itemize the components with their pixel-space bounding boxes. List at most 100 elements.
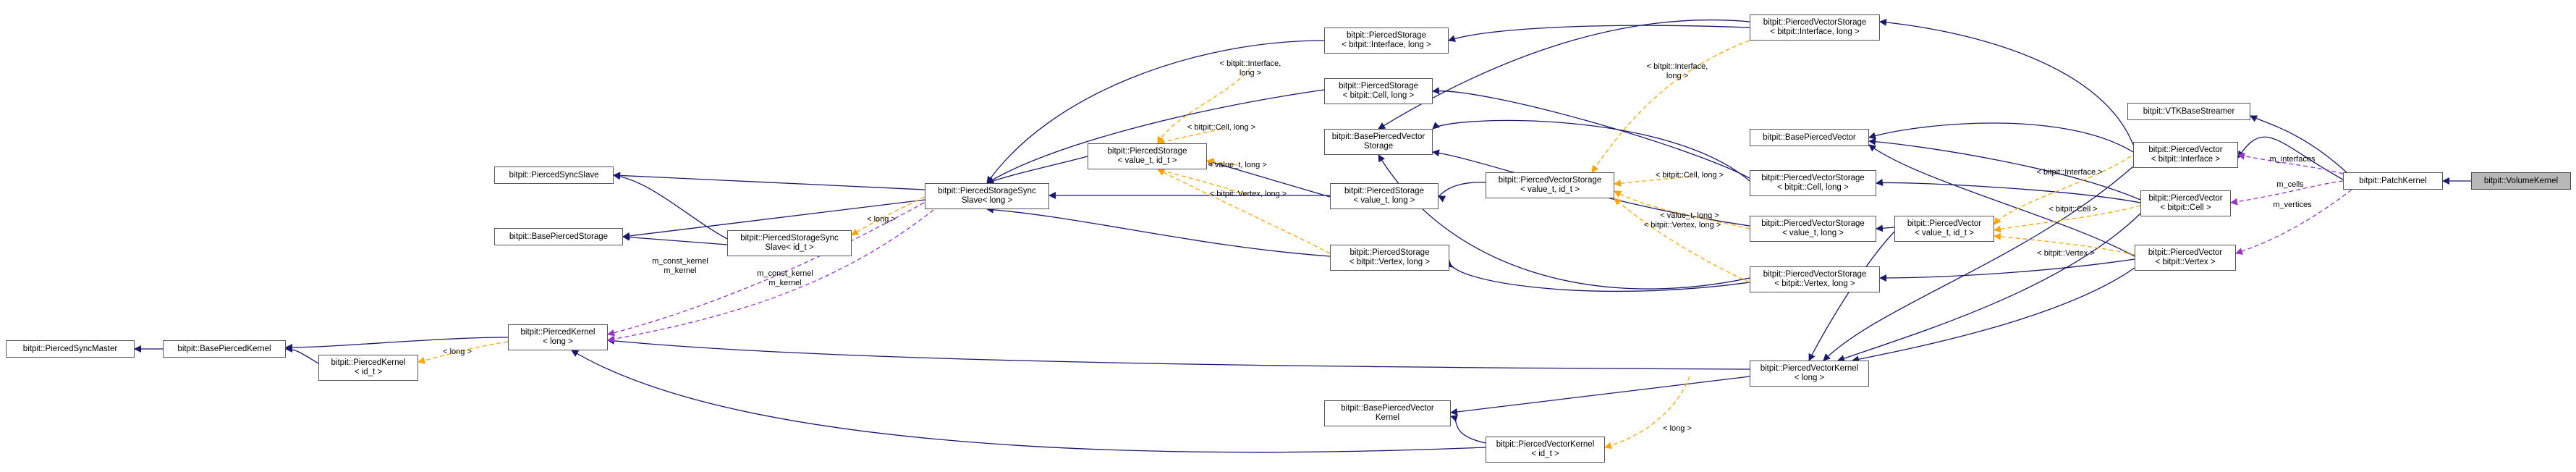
edge-label-m-cells: m_cells [2276,180,2304,189]
inheritance-edge [1837,213,2141,362]
class-node-pierced-storage-interface[interactable]: bitpit::PiercedStorage< bitpit::Interfac… [1324,28,1449,54]
class-node-base-pierced-vector[interactable]: bitpit::BasePiercedVector [1750,129,1869,146]
class-node-pierced-vector-value-idt[interactable]: bitpit::PiercedVector< value_t, id_t > [1894,216,1994,242]
class-node-label-line: bitpit::PiercedStorage [1350,248,1430,257]
class-node-label-line: bitpit::PiercedStorage [1107,147,1187,156]
class-node-volume-kernel[interactable]: bitpit::VolumeKernel [2471,172,2571,190]
class-node-label-line: bitpit::PiercedVectorStorage [1761,174,1865,182]
class-node-label-line: bitpit::PiercedStorage [1347,31,1426,40]
class-node-label-line: < bitpit::Interface > [2151,155,2221,164]
member-usage-edge [2235,189,2352,255]
class-node-pierced-vector-storage-value-long[interactable]: bitpit::PiercedVectorStorage< value_t, l… [1750,216,1876,242]
edge-label-vertex: < bitpit::Vertex > [2037,249,2095,258]
inheritance-edge [1378,19,1750,130]
template-instantiation-edge [1614,198,1750,283]
class-node-pierced-storage-cell[interactable]: bitpit::PiercedStorage< bitpit::Cell, lo… [1324,78,1433,104]
edge-label-vertex-long: < bitpit::Vertex, long > [1209,190,1287,198]
inheritance-edge [613,172,925,190]
class-node-label-line: < value_t, id_t > [1520,185,1580,194]
inheritance-edge [285,337,509,351]
template-instantiation-edge [1206,158,1238,166]
class-node-label-line: bitpit::BasePiercedVector [1763,132,1856,142]
inheritance-edge [571,350,1486,453]
class-node-label-line: bitpit::PiercedVectorStorage [1761,219,1865,228]
inheritance-edge [1432,87,1750,179]
inheritance-edge [285,345,319,364]
class-node-label-line: < value_t, long > [1781,229,1844,237]
class-node-label-line: bitpit::PiercedKernel [520,328,596,337]
class-node-pierced-storage-value-idt[interactable]: bitpit::PiercedStorage< value_t, id_t > [1088,143,1207,169]
edge-label-long-sync: < long > [867,215,896,224]
class-node-pierced-vector-vertex[interactable]: bitpit::PiercedVector< bitpit::Vertex > [2135,245,2236,271]
inheritance-edge [2250,115,2349,174]
inheritance-edge [1876,179,2141,203]
class-node-label-line: bitpit::PiercedStorage [1344,187,1424,195]
class-node-label-line: bitpit::PiercedVector [2148,194,2223,203]
class-node-label-line: bitpit::BasePiercedKernel [177,344,271,353]
class-node-pierced-vector-kernel-idt[interactable]: bitpit::PiercedVectorKernel< id_t > [1486,437,1605,463]
inheritance-edge [986,89,1325,184]
class-node-label-line: bitpit::PiercedKernel [331,358,406,367]
class-node-base-pierced-storage[interactable]: bitpit::BasePiercedStorage [494,228,623,245]
class-node-pierced-sync-master[interactable]: bitpit::PiercedSyncMaster [6,340,135,358]
class-node-pierced-storage-value-long[interactable]: bitpit::PiercedStorage< value_t, long > [1330,183,1439,209]
edge-label-interface-long-b: < bitpit::Interface, long > [1646,62,1708,80]
edge-label-value-long-b: < value_t, long > [1660,211,1719,220]
edge-label-long-vector-kernel: < long > [1663,424,1692,433]
template-instantiation-edge [1614,176,1690,187]
class-node-label-line: < bitpit::Cell, long > [1342,91,1415,100]
class-node-label-line: bitpit::VTKBaseStreamer [2143,106,2235,116]
class-node-label-line: bitpit::PiercedStorageSync [938,187,1036,195]
inheritance-edge [1868,138,2141,201]
class-node-base-pierced-kernel[interactable]: bitpit::BasePiercedKernel [163,340,286,358]
class-node-label-line: Slave< id_t > [765,243,814,252]
inheritance-edge [1852,267,2135,363]
class-node-label-line: bitpit::PiercedVector [1907,219,1982,228]
class-node-label-line: bitpit::PiercedVectorKernel [1760,364,1859,373]
class-node-pierced-vector-storage-interface[interactable]: bitpit::PiercedVectorStorage< bitpit::In… [1750,14,1880,41]
template-instantiation-edge [1157,169,1331,254]
class-node-label-line: < long > [1794,374,1825,382]
class-node-label-line: < bitpit::Vertex, long > [1774,279,1855,288]
class-node-label-line: bitpit::BasePiercedStorage [509,232,609,241]
class-node-label-line: bitpit::BasePiercedVector [1331,132,1425,141]
class-node-pierced-storage-vertex[interactable]: bitpit::PiercedStorage< bitpit::Vertex, … [1330,245,1449,271]
class-node-label-line: < bitpit::Cell > [2160,203,2211,212]
class-node-label-line: bitpit::PiercedVector [2148,248,2223,257]
edge-label-vertex-long-b: < bitpit::Vertex, long > [1643,221,1721,229]
inheritance-edge [2237,136,2344,180]
template-instantiation-edge [1614,190,1750,229]
template-instantiation-edge [1157,167,1249,196]
inheritance-edge [622,199,925,240]
class-node-vtk-base-streamer[interactable]: bitpit::VTKBaseStreamer [2127,103,2250,120]
inheritance-edge [1438,182,1486,203]
class-node-pierced-kernel-long[interactable]: bitpit::PiercedKernel< long > [508,324,608,350]
class-node-label-line: bitpit::PiercedSyncMaster [22,344,118,353]
class-node-pierced-vector-cell[interactable]: bitpit::PiercedVector< bitpit::Cell > [2140,190,2231,216]
class-node-label-line: < id_t > [354,368,383,376]
class-node-label-line: < bitpit::Interface, long > [1770,28,1860,36]
class-node-pierced-vector-storage-value-idt[interactable]: bitpit::PiercedVectorStorage< value_t, i… [1486,172,1614,198]
class-node-pierced-kernel-idt[interactable]: bitpit::PiercedKernel< id_t > [318,355,418,381]
class-node-label-line: bitpit::PiercedStorage [1339,82,1418,90]
class-node-label-line: Slave< long > [961,196,1013,205]
class-node-label-line: < bitpit::Cell, long > [1777,183,1849,192]
inheritance-edge [1868,122,2134,153]
class-node-pierced-vector-storage-cell[interactable]: bitpit::PiercedVectorStorage< bitpit::Ce… [1750,170,1876,196]
edge-label-long-kernel: < long > [443,347,472,356]
class-node-pierced-vector-storage-vertex[interactable]: bitpit::PiercedVectorStorage< bitpit::Ve… [1750,266,1880,292]
class-node-pierced-vector-interface[interactable]: bitpit::PiercedVector< bitpit::Interface… [2133,142,2238,168]
class-node-patch-kernel[interactable]: bitpit::PatchKernel [2343,172,2443,190]
template-instantiation-edge [418,341,509,364]
class-node-label-line: < bitpit::Interface, long > [1342,41,1431,49]
class-node-pierced-vector-kernel-long[interactable]: bitpit::PiercedVectorKernel< long > [1750,361,1869,387]
template-instantiation-edge [851,196,925,236]
inheritance-edge [607,337,1750,370]
edge-label-m-vertices: m_vertices [2273,201,2312,209]
class-node-pierced-sync-slave[interactable]: bitpit::PiercedSyncSlave [494,167,614,184]
